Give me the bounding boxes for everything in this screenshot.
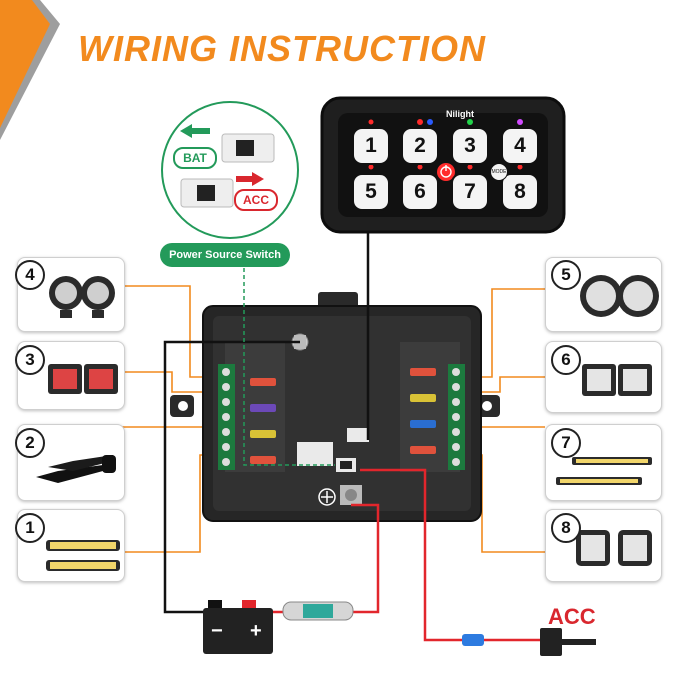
mode-button[interactable]: MODE: [490, 163, 508, 181]
page-title: WIRING INSTRUCTION: [78, 28, 486, 69]
black-wires: [163, 228, 370, 614]
cube-light-pair-icon: [582, 364, 652, 396]
accessory-number-6: 6: [551, 345, 581, 375]
accessory-card-6: 6: [545, 341, 662, 413]
battery-plus-label: +: [250, 620, 262, 642]
accessory-card-2: 2: [15, 424, 125, 501]
accessory-card-7: 7: [545, 424, 662, 501]
controller-box: [170, 292, 500, 522]
accessory-number-5: 5: [551, 260, 581, 290]
power-source-switch-label: Power Source Switch: [160, 243, 290, 267]
accessory-card-4: 4: [15, 257, 125, 332]
accessory-number-3: 3: [15, 345, 45, 375]
corner-accent: [0, 0, 60, 140]
acc-tap-connector: [462, 628, 596, 656]
power-switch-dashed-line: [243, 268, 335, 466]
switch-button-2[interactable]: 2: [401, 127, 439, 165]
accessory-card-3: 3: [15, 341, 125, 410]
round-driving-light-pair-icon: [580, 275, 659, 317]
accessory-card-1: 1: [15, 509, 125, 582]
switch-button-4[interactable]: 4: [501, 127, 539, 165]
acc-label: ACC: [234, 189, 278, 211]
accessory-number-8: 8: [551, 513, 581, 543]
accessory-number-7: 7: [551, 428, 581, 458]
accessory-card-5: 5: [545, 257, 662, 332]
round-led-pod-pair-icon: [49, 276, 115, 318]
battery: [203, 600, 273, 654]
switch-button-6[interactable]: 6: [401, 173, 439, 211]
accessory-number-4: 4: [15, 260, 45, 290]
led-light-bar-pair-icon: [46, 540, 120, 571]
accessory-card-8: 8: [545, 509, 662, 582]
switch-button-5[interactable]: 5: [352, 173, 390, 211]
right-terminal-block: [448, 364, 465, 470]
power-source-switch-inset: [161, 101, 299, 239]
accessory-number-2: 2: [15, 428, 45, 458]
slim-light-bar-pair-icon: [556, 457, 652, 485]
switch-button-7[interactable]: 7: [451, 173, 489, 211]
acc-wire-label: ACC: [548, 604, 596, 629]
left-fuses: [250, 378, 276, 464]
air-horn-icon: [36, 455, 116, 483]
bat-label: BAT: [173, 147, 217, 169]
brand-label: Nilight: [446, 109, 474, 119]
battery-minus-label: −: [211, 620, 223, 642]
switch-button-8[interactable]: 8: [501, 173, 539, 211]
square-led-pod-pair-icon: [48, 364, 118, 394]
left-terminal-block: [218, 364, 235, 470]
switch-button-3[interactable]: 3: [451, 127, 489, 165]
right-fuses: [410, 368, 436, 454]
switch-panel-body: [320, 96, 566, 234]
square-pod-pair-icon: [576, 530, 652, 566]
inline-fuse-holder: [282, 601, 354, 621]
accessory-number-1: 1: [15, 513, 45, 543]
switch-button-1[interactable]: 1: [352, 127, 390, 165]
